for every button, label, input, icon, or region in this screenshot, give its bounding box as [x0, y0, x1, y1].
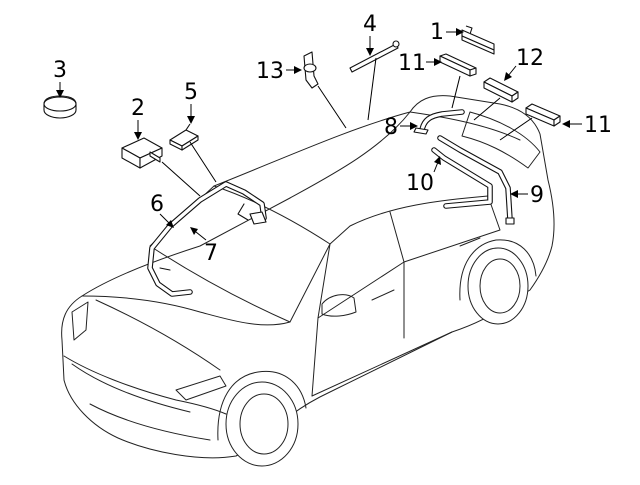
side-mirror	[321, 294, 357, 317]
callout-11a: 11	[398, 51, 442, 76]
door-line	[311, 317, 319, 397]
callout-label-3: 3	[53, 58, 67, 83]
leader-lines	[161, 57, 533, 197]
b-pillar	[389, 211, 405, 339]
callout-7: 7	[190, 227, 218, 266]
grille-lower	[89, 403, 211, 441]
callout-label-7: 7	[204, 241, 218, 266]
part-9-cable	[437, 135, 515, 225]
part-6-7-harness	[147, 181, 267, 297]
callout-8: 8	[384, 115, 418, 140]
callout-6: 6	[150, 192, 174, 228]
front-rim	[239, 393, 289, 455]
callout-label-6: 6	[150, 192, 164, 217]
part-13-post	[303, 51, 319, 89]
callout-1: 1	[430, 20, 464, 45]
callout-label-10: 10	[406, 171, 434, 196]
roof-line	[213, 111, 411, 187]
door-handle-front	[371, 289, 395, 301]
fog-light	[175, 375, 227, 401]
callout-label-11a: 11	[398, 51, 426, 76]
side-window	[317, 195, 501, 319]
callout-label-5: 5	[184, 80, 198, 105]
part-4-rod	[349, 40, 400, 73]
grille-upper	[71, 363, 191, 413]
callout-11b: 11	[562, 113, 612, 138]
part-8-cable	[413, 109, 465, 135]
body-outline	[61, 95, 555, 459]
vehicle-outline	[61, 95, 555, 467]
callout-label-12: 12	[516, 46, 544, 71]
callout-3: 3	[53, 58, 67, 98]
part-11b-antenna	[525, 103, 561, 127]
callout-12: 12	[504, 46, 544, 81]
part-2-module	[121, 137, 163, 169]
front-wheel	[225, 381, 299, 467]
callout-4: 4	[363, 12, 377, 56]
part-3-cap	[43, 95, 77, 119]
windshield-outline	[149, 185, 331, 323]
headlight	[71, 301, 89, 341]
callout-label-11b: 11	[584, 113, 612, 138]
hood-crease	[95, 299, 221, 371]
part-10-cable	[431, 147, 493, 209]
rear-rim	[479, 258, 521, 314]
part-11a-antenna	[439, 53, 477, 77]
hood-line	[81, 295, 291, 326]
callout-label-2: 2	[131, 96, 145, 121]
callout-label-9: 9	[530, 183, 544, 208]
rear-wheel	[467, 247, 529, 325]
part-5-sensor	[169, 123, 199, 151]
callout-label-8: 8	[384, 115, 398, 140]
rear-arch	[459, 239, 537, 301]
callout-10: 10	[406, 156, 441, 196]
callout-label-13: 13	[256, 59, 284, 84]
callout-5: 5	[184, 80, 198, 124]
roof-rear	[409, 111, 521, 141]
sill-line	[311, 331, 453, 397]
callout-9: 9	[510, 183, 544, 208]
part-1-bar	[461, 25, 495, 55]
door-handle-rear	[459, 237, 481, 247]
rear-glass	[461, 111, 541, 169]
part-12-antenna	[483, 77, 519, 103]
callout-13: 13	[256, 59, 302, 84]
front-bumper	[63, 355, 227, 415]
callout-label-4: 4	[363, 12, 377, 37]
front-arch	[217, 370, 307, 441]
callout-label-1: 1	[430, 20, 444, 45]
callout-2: 2	[131, 96, 145, 140]
